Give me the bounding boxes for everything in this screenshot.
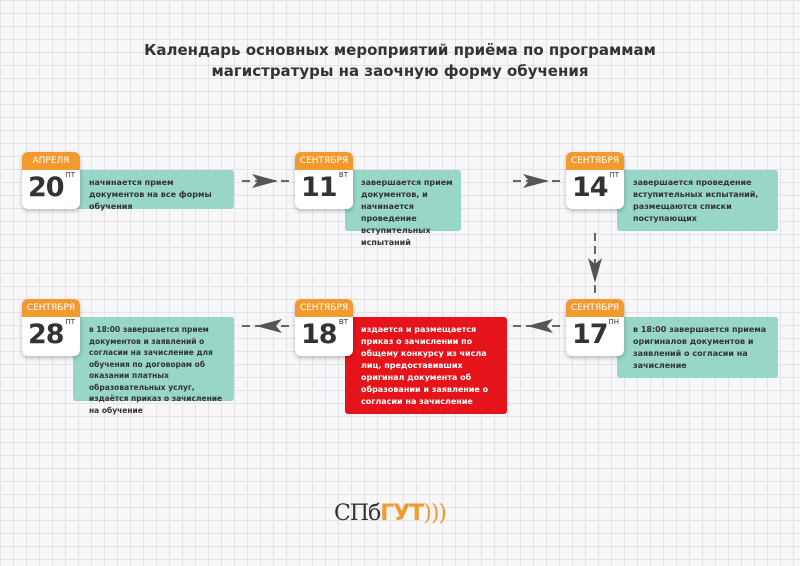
university-logo: СПбГУТ))) — [334, 501, 447, 526]
event-description: завершается прием документов, и начинает… — [345, 170, 461, 247]
arrow-right-icon — [252, 174, 278, 188]
day: 17 — [572, 319, 609, 350]
month: СЕНТЯБРЯ — [295, 299, 353, 317]
month: СЕНТЯБРЯ — [22, 299, 80, 317]
weekday: ПТ — [65, 171, 75, 179]
page-title: Календарь основных мероприятий приёма по… — [0, 40, 800, 82]
day: 18 — [301, 319, 338, 350]
month: СЕНТЯБРЯ — [566, 152, 624, 170]
logo-text: СПб — [334, 501, 381, 526]
day: 11 — [301, 172, 338, 203]
arrow-down-icon — [588, 258, 602, 283]
month: СЕНТЯБРЯ — [295, 152, 353, 170]
title-line-2: магистратуры на заочную форму обучения — [211, 62, 589, 80]
day: 28 — [28, 319, 65, 350]
weekday: ПТ — [609, 171, 619, 179]
day: 20 — [28, 172, 65, 203]
logo-waves-icon: ))) — [423, 501, 447, 526]
event-description: в 18:00 завершается прием документов и з… — [73, 317, 234, 415]
event-description: завершается проведение вступительных исп… — [617, 170, 778, 231]
event-description-highlighted: издается и размещается приказ о зачислен… — [345, 317, 507, 414]
logo-text-accent: ГУТ — [380, 501, 424, 526]
event-description: в 18:00 завершается приема оригиналов до… — [617, 317, 778, 378]
month: СЕНТЯБРЯ — [566, 299, 624, 317]
day: 14 — [572, 172, 609, 203]
arrow-right-icon — [523, 174, 549, 188]
weekday: ВТ — [338, 171, 348, 179]
arrow-left-icon — [527, 319, 553, 333]
weekday: ВТ — [338, 318, 348, 326]
title-line-1: Календарь основных мероприятий приёма по… — [144, 41, 656, 59]
weekday: ПН — [608, 318, 619, 326]
month: АПРЕЛЯ — [22, 152, 80, 170]
arrow-left-icon — [256, 319, 282, 333]
event-description: начинается прием документов на все формы… — [73, 170, 234, 211]
weekday: ПТ — [65, 318, 75, 326]
